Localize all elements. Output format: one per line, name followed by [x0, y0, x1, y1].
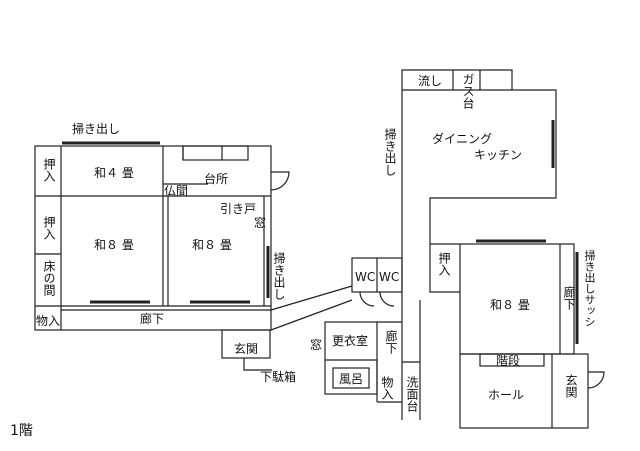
wall	[270, 299, 353, 331]
sweep-label-top: 掃き出し	[72, 122, 121, 136]
room-kouishitsu: 更衣室	[332, 334, 369, 348]
room-oshiire-2: 押入	[42, 216, 56, 240]
stairs	[479, 353, 545, 367]
room-hall: ホール	[488, 388, 525, 402]
room-genkan-right: 玄関	[564, 374, 578, 398]
room-wc-1: WC	[355, 270, 376, 284]
wall	[243, 358, 272, 371]
genkan-left	[221, 329, 271, 359]
room-washitsu-4: 和４ 畳	[94, 166, 134, 180]
room-oshiire-1: 押入	[42, 158, 56, 182]
wall	[270, 285, 353, 311]
room-rouka-main: 廊下	[140, 312, 165, 326]
room-daidokoro: 台所	[204, 172, 229, 186]
room-rouka-right: 廊下	[562, 286, 576, 310]
room-butsuma: 仏間	[164, 184, 189, 198]
label-mado-kitchen: 窓	[254, 216, 267, 230]
room-oshiire-right: 押入	[437, 252, 451, 276]
room-monoire-left: 物入	[36, 314, 61, 328]
door-arc	[359, 291, 375, 307]
room-genkan-left: 玄関	[234, 342, 259, 356]
bath-block	[324, 321, 378, 395]
label-shimogetabako: 下駄箱	[260, 370, 297, 384]
room-washitsu-8-mid: 和８ 畳	[192, 238, 232, 252]
label-hikido: 引き戸	[220, 202, 257, 216]
label-nagashi: 流し	[418, 74, 443, 88]
wall	[401, 69, 557, 300]
room-kitchen: キッチン	[474, 148, 523, 162]
room-monoire-small: 物入	[380, 376, 394, 400]
room-rouka-small: 廊下	[384, 330, 398, 354]
door-arc	[270, 171, 290, 191]
room-washitsu-8-left: 和８ 畳	[94, 238, 134, 252]
label-gasudai: ガス台	[461, 73, 475, 109]
room-kaidan: 階段	[496, 354, 521, 368]
sweep-label-right: 掃き出し	[383, 128, 397, 176]
room-tokonoma: 床の間	[42, 260, 56, 296]
room-washitsu-8-right: 和８ 畳	[490, 298, 530, 312]
door-arc	[379, 291, 395, 307]
counter	[182, 145, 249, 161]
label-sweep-sash: 掃き出しサッシ	[583, 250, 596, 327]
label-mado-bath: 窓	[310, 338, 323, 352]
sweep-label-mid: 掃き出し	[272, 252, 286, 300]
wall-left-house	[34, 145, 272, 331]
floor-label: 1階	[10, 423, 33, 439]
room-wc-2: WC	[379, 270, 400, 284]
door-arc	[587, 371, 605, 389]
room-furo: 風呂	[339, 372, 364, 386]
bath-tub	[332, 367, 370, 389]
room-dining: ダイニング	[432, 132, 493, 146]
label-senmendai: 洗面台	[405, 376, 419, 412]
